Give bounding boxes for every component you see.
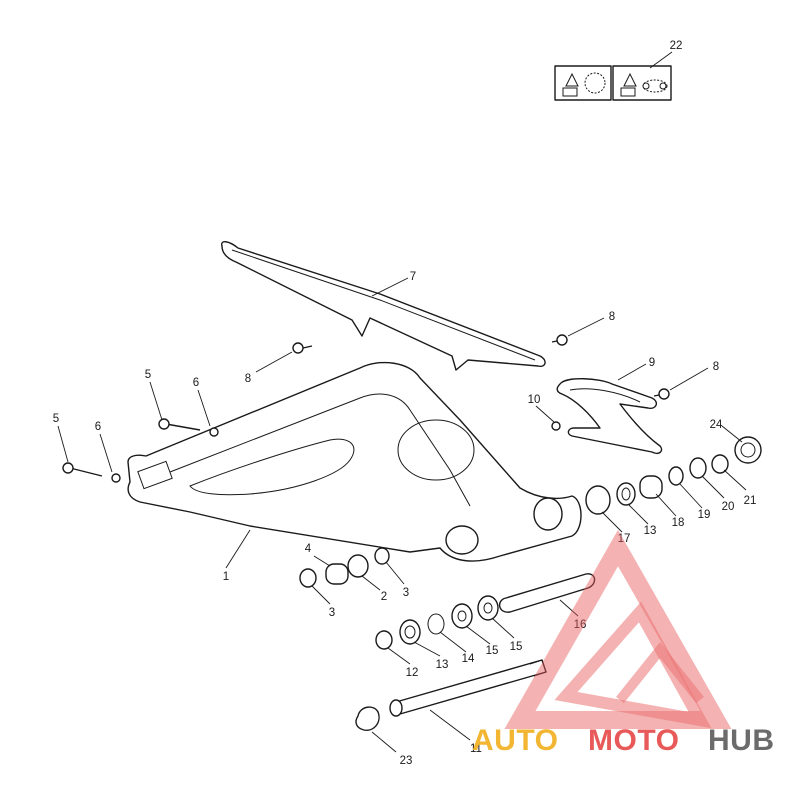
bushings-left [299,547,390,588]
callout-17: 17 [618,533,631,545]
leader-lines [57,51,747,753]
callout-13: 13 [436,659,449,671]
callout-6: 6 [95,421,101,433]
callout-22: 22 [670,40,683,52]
callout-5: 5 [145,369,151,381]
bearing-stack-right [585,436,762,515]
callout-numbers: 22 7 8 8 8 9 5 6 5 6 10 24 21 20 19 18 1… [53,40,757,767]
callout-8: 8 [245,373,251,385]
callout-9: 9 [649,357,655,369]
callout-24: 24 [710,419,723,431]
callout-21: 21 [744,495,757,507]
callout-23: 23 [400,755,413,767]
callout-18: 18 [672,517,685,529]
callout-14: 14 [462,653,475,665]
callout-3: 3 [403,587,409,599]
callout-16: 16 [574,619,587,631]
watermark-text-hub: HUB [708,724,775,757]
seals-lower [375,595,499,650]
callout-5: 5 [53,413,59,425]
callout-1: 1 [223,571,229,583]
warning-labels [554,65,672,101]
swingarm [127,361,582,562]
callout-10: 10 [528,394,541,406]
pivot-spindle [355,659,547,731]
callout-12: 12 [406,667,419,679]
watermark-text-auto: AUTO [472,724,558,757]
spacer-tube [499,573,596,613]
callout-2: 2 [381,591,387,603]
callout-19: 19 [698,509,711,521]
callout-20: 20 [722,501,735,513]
bolts-8 [292,334,670,431]
callout-8: 8 [713,361,719,373]
chain-guard [221,241,546,371]
watermark-logo [504,529,732,729]
callout-8: 8 [609,311,615,323]
watermark-text: AUTO MOTO HUB [472,724,775,757]
callout-4: 4 [305,543,312,555]
watermark-text-moto: MOTO [588,724,679,757]
bolts-washers-left [62,418,219,483]
callout-6: 6 [193,377,199,389]
callout-7: 7 [410,271,416,283]
callout-3: 3 [329,607,335,619]
callout-11: 11 [470,743,482,755]
callout-15: 15 [510,641,523,653]
callout-13: 13 [644,525,657,537]
chain-slipper [556,378,663,455]
callout-15: 15 [486,645,499,657]
